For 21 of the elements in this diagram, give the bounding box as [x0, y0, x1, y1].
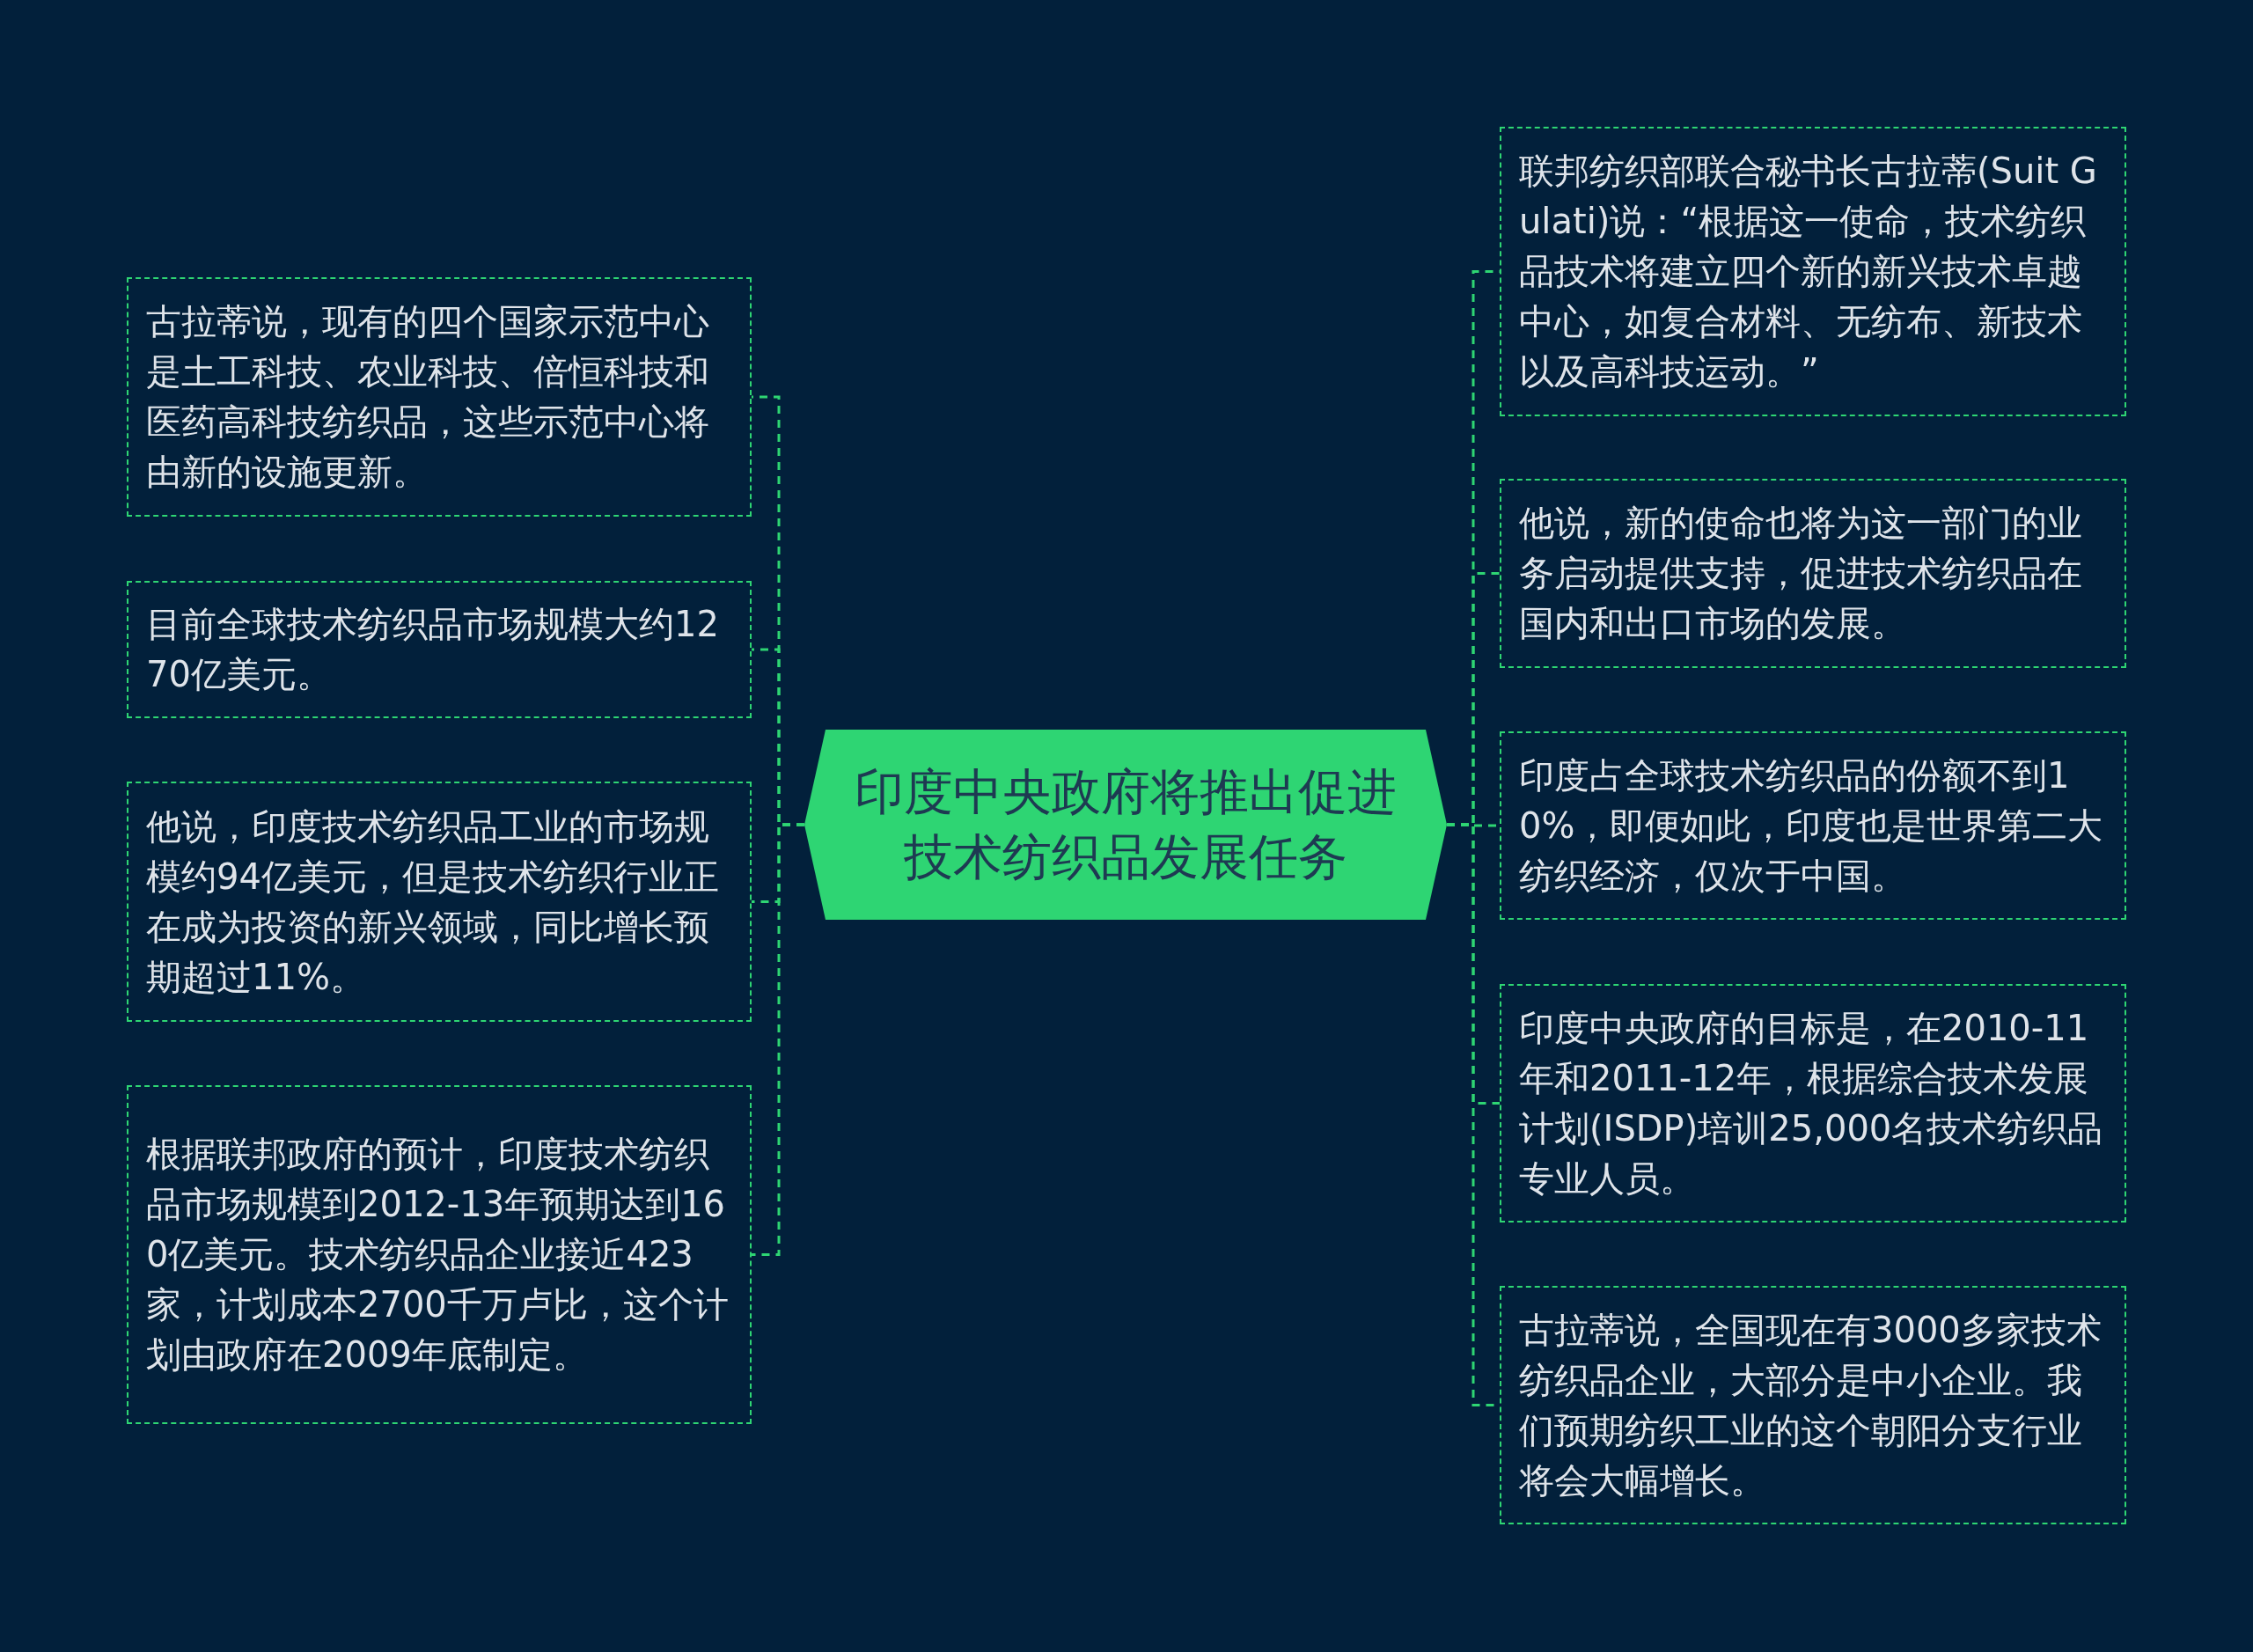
topic-text: 联邦纺织部联合秘书长古拉蒂(Suit Gulati)说：“根据这一使命，技术纺织品技术将建立四个新的新兴技术卓越中心，如复合材料、无纺布、新技术以及高科技运动。” [1519, 150, 2098, 393]
topic-card [1500, 984, 2126, 1222]
topic-card [1500, 479, 2126, 668]
topic-card [127, 581, 752, 718]
topic-text: 根据联邦政府的预计，印度技术纺织品市场规模到2012-13年预期达到160亿美元。技术纺织品企业接近423家，计划成本2700千万卢比，这个计划由政府在2009年底制定。 [146, 1133, 730, 1377]
topic-hexagon [804, 730, 1447, 920]
topic-text: 他说，新的使命也将为这一部门的业务启动提供支持，促进技术纺织品在国内和出口市场的发展。 [1519, 502, 2083, 645]
topic-card [1500, 127, 2126, 416]
topic-text: 印度占全球技术纺织品的份额不到10%，即便如此，印度也是世界第二大纺织经济，仅次于中国。 [1519, 753, 2104, 898]
topic-text: 印度中央政府的目标是，在2010-11年和2011-12年，根据综合技术发展计划(ISDP)培训25,000名技术纺织品专业人员。 [1519, 1006, 2104, 1200]
topic-text: 目前全球技术纺织品市场规模大约1270亿美元。 [146, 603, 720, 696]
topic-card [1500, 731, 2126, 920]
topic-card [127, 277, 752, 517]
topic-text: 印度中央政府将推出促进技术纺织品发展任务 [854, 762, 1398, 887]
topic-card [127, 782, 752, 1022]
topic-card [127, 1085, 752, 1424]
connector-line [752, 823, 804, 1256]
topic-text: 他说，印度技术纺织品工业的市场规模约94亿美元，但是技术纺织行业正在成为投资的新兴领域，同比增长预期超过11%。 [146, 804, 720, 999]
topic-text: 古拉蒂说，现有的四个国家示范中心是土工科技、农业科技、倍恒科技和医药高科技纺织品，这些示范中心将由新的设施更新。 [146, 300, 710, 494]
topic-card [1500, 1286, 2126, 1524]
topic-text: 古拉蒂说，全国现在有3000多家技术纺织品企业，大部分是中小企业。我们预期纺织工业的这个朝阳分支行业将会大幅增长。 [1519, 1308, 2103, 1502]
